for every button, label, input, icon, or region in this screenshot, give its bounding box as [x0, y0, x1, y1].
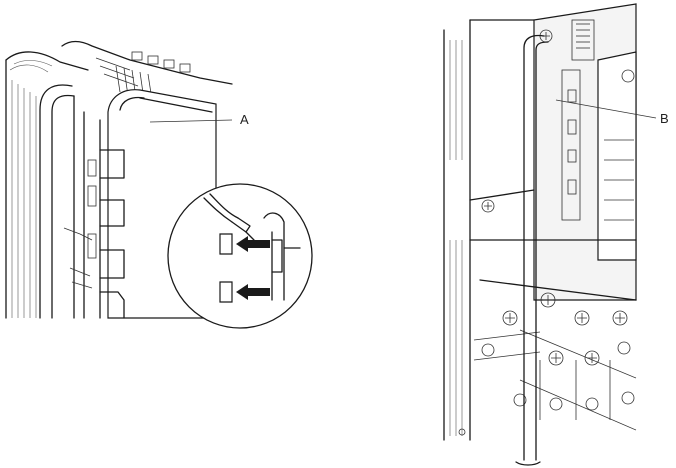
- label-b: B: [660, 111, 669, 126]
- left-housing: [5, 51, 89, 319]
- arrow-icon: [236, 236, 270, 300]
- bottom-terminals: [458, 239, 637, 436]
- label-a: A: [240, 112, 249, 127]
- leader-line-b: [555, 99, 657, 119]
- side-plate: [63, 95, 125, 319]
- wire-cutter-icon: [203, 193, 255, 241]
- top-terminal-block: [61, 40, 233, 101]
- right-housing: [443, 19, 471, 441]
- cable-left: [39, 84, 75, 319]
- cable-right: [515, 34, 549, 466]
- left-figure: A: [5, 40, 313, 329]
- detail-magnifier: [167, 183, 313, 329]
- control-panel: [469, 3, 637, 301]
- right-figure: B: [443, 3, 669, 466]
- leader-line-a: [149, 119, 233, 123]
